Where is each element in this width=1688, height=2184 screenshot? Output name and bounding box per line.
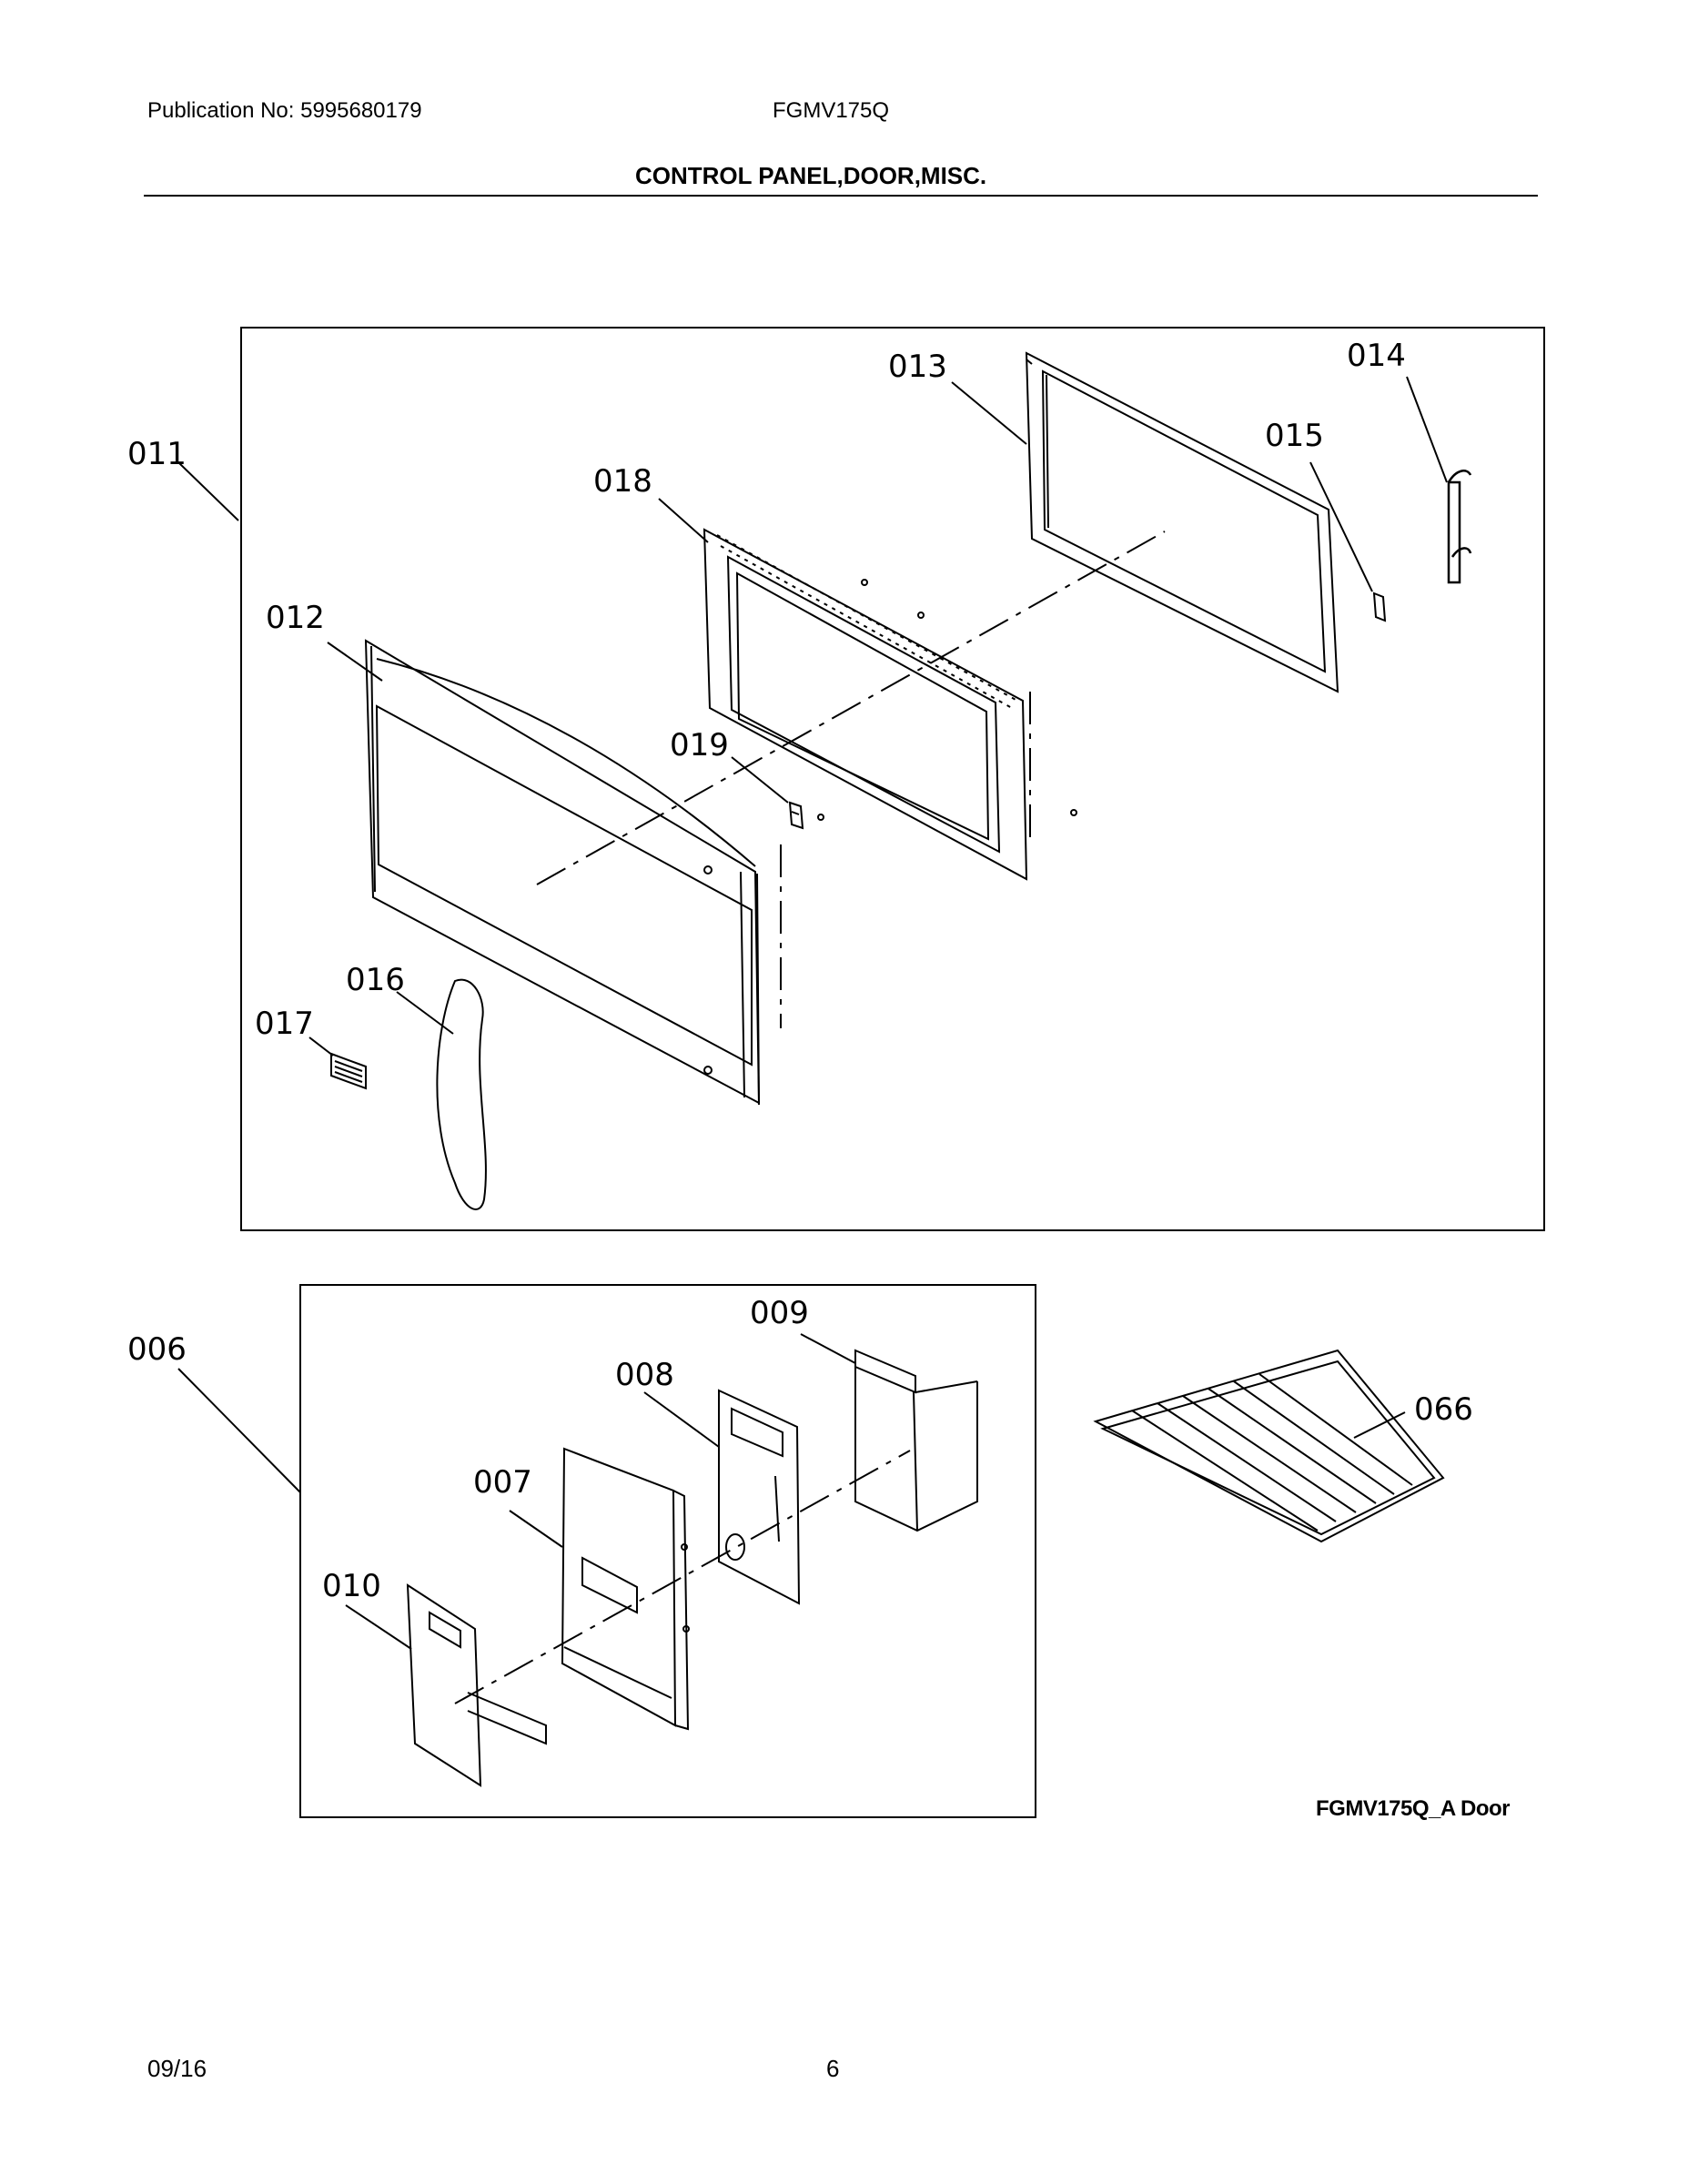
callout-015: 015 <box>1265 418 1324 454</box>
part-019-latch <box>788 801 804 830</box>
control-panel-frame <box>299 1284 1036 1818</box>
part-015-clip <box>1372 592 1387 622</box>
part-017-label <box>330 1052 367 1090</box>
publication-number: Publication No: 5995680179 <box>147 98 422 123</box>
page-number: 6 <box>826 2055 840 2082</box>
part-007-control-panel <box>561 1447 690 1731</box>
part-014-hinge-bracket <box>1447 470 1472 584</box>
part-013-choke-frame <box>1025 351 1339 693</box>
callout-017: 017 <box>255 1006 314 1042</box>
diagram-caption: FGMV175Q_A Door <box>1316 1796 1511 1821</box>
callout-066: 066 <box>1414 1391 1473 1428</box>
callout-010: 010 <box>322 1568 381 1604</box>
callout-012: 012 <box>266 600 325 636</box>
callout-011: 011 <box>127 436 187 472</box>
part-016-handle <box>436 978 487 1210</box>
model-number: FGMV175Q <box>773 98 890 123</box>
callout-019: 019 <box>670 727 729 763</box>
part-066-rack <box>1093 1349 1445 1543</box>
part-008-bracket <box>718 1389 801 1605</box>
footer-date: 09/16 <box>147 2055 207 2082</box>
callout-013: 013 <box>888 349 947 385</box>
callout-006: 006 <box>127 1331 187 1368</box>
part-009-module <box>854 1349 978 1532</box>
header-divider <box>144 195 1538 197</box>
callout-007: 007 <box>473 1464 532 1501</box>
part-018-inner-door-frame <box>702 528 1077 881</box>
page-title: CONTROL PANEL,DOOR,MISC. <box>635 162 987 189</box>
callout-016: 016 <box>346 962 405 998</box>
door-assembly-frame <box>240 327 1545 1231</box>
callout-008: 008 <box>615 1357 674 1393</box>
part-010-membrane <box>406 1583 547 1787</box>
callout-014: 014 <box>1347 338 1406 374</box>
callout-009: 009 <box>750 1295 809 1331</box>
part-012-door-panel <box>364 639 761 1106</box>
callout-018: 018 <box>593 463 652 500</box>
